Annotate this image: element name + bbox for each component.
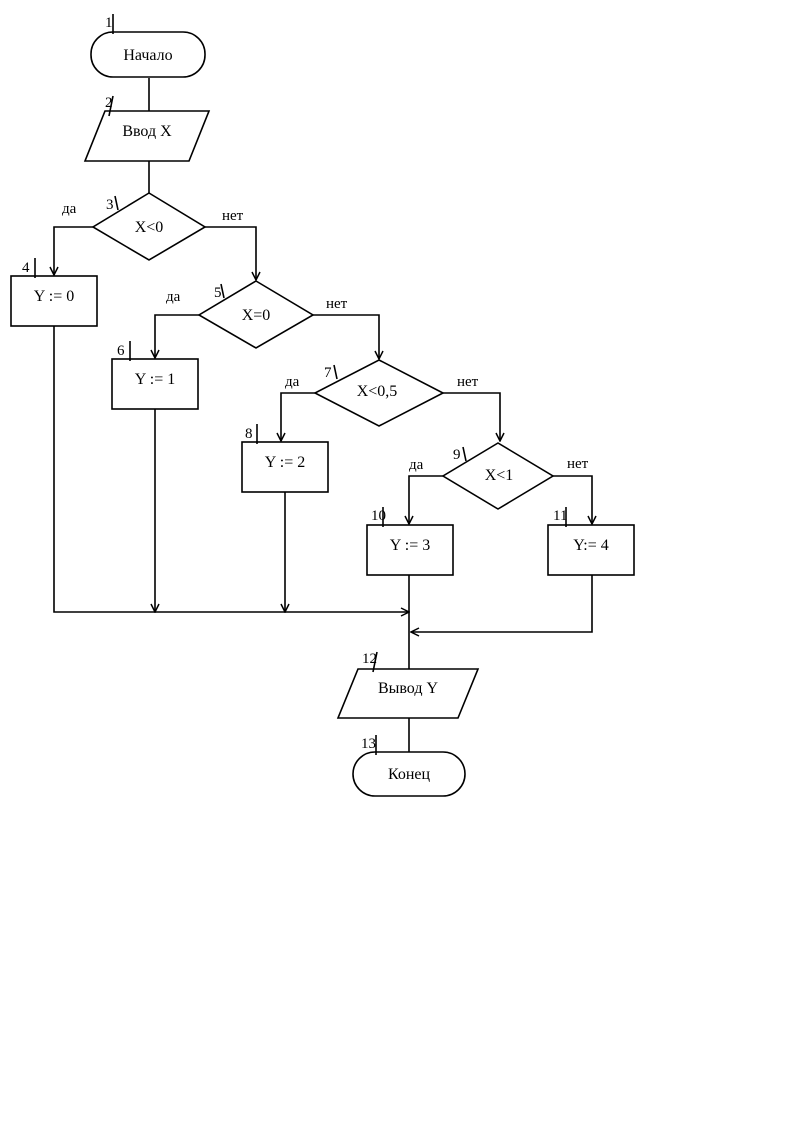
block-3-decision: X<0 3 да нет	[62, 192, 244, 261]
block-8-process: Y := 2 8	[241, 424, 329, 493]
branch-no-label: нет	[457, 374, 479, 390]
connector-7-yes-8	[281, 392, 315, 441]
decision-shape	[313, 359, 445, 427]
block-text: Ввод X	[122, 123, 172, 140]
io-shape	[336, 668, 480, 719]
connector-3-yes-4	[54, 226, 93, 275]
number-tick	[372, 651, 378, 673]
number-tick	[220, 283, 225, 299]
block-text: Y := 2	[265, 454, 305, 471]
connector-5-yes-6	[155, 314, 199, 358]
decision-shape	[197, 280, 315, 349]
block-text: Y := 3	[390, 537, 430, 554]
block-12-output: Вывод Y 12	[336, 651, 480, 719]
branch-yes-label: да	[166, 289, 181, 305]
block-4-process: Y := 0 4	[10, 258, 98, 327]
branch-yes-label: да	[62, 201, 77, 217]
block-number: 5	[214, 285, 222, 301]
block-number: 3	[106, 197, 114, 213]
terminal-shape	[352, 751, 466, 797]
branch-no-label: нет	[222, 208, 244, 224]
decision-shape	[441, 442, 555, 510]
connector-3-no-5	[205, 226, 256, 280]
block-number: 13	[361, 736, 376, 752]
block-number: 12	[362, 651, 377, 667]
block-text: X=0	[242, 307, 271, 324]
block-10-process: Y := 3 10	[366, 507, 454, 576]
block-text: Y := 0	[34, 288, 74, 305]
branch-yes-label: да	[285, 374, 300, 390]
terminal-shape	[90, 31, 206, 78]
block-number: 9	[453, 447, 461, 463]
block-6-process: Y := 1 6	[111, 341, 199, 410]
process-shape	[10, 275, 98, 327]
branch-yes-label: да	[409, 457, 424, 473]
block-number: 4	[22, 260, 30, 276]
connector-9-yes-10	[409, 475, 443, 524]
connector-5-no-7	[313, 314, 379, 359]
block-text: Вывод Y	[378, 680, 439, 697]
block-13-end: Конец 13	[352, 735, 466, 797]
decision-shape	[91, 192, 207, 261]
block-number: 1	[105, 15, 113, 31]
block-text: X<0	[135, 219, 164, 236]
block-text: Y:= 4	[573, 537, 609, 554]
block-number: 2	[105, 95, 113, 111]
block-text: Конец	[388, 766, 431, 783]
connector-11-merge	[411, 575, 593, 632]
block-number: 11	[553, 508, 567, 524]
number-tick	[108, 95, 114, 117]
block-number: 7	[324, 365, 332, 381]
block-2-input: Ввод X 2	[83, 95, 211, 162]
number-tick	[462, 446, 467, 462]
number-tick	[333, 364, 338, 380]
block-number: 6	[117, 343, 125, 359]
connector-7-no-9	[443, 392, 500, 441]
block-text: X<1	[485, 467, 514, 484]
connector-4-merge	[53, 326, 409, 612]
branch-no-label: нет	[567, 456, 589, 472]
block-9-decision: X<1 9 да нет	[409, 442, 589, 510]
process-shape	[366, 524, 454, 576]
block-text: X<0,5	[357, 383, 398, 400]
block-7-decision: X<0,5 7 да нет	[285, 359, 479, 427]
block-11-process: Y:= 4 11	[547, 507, 635, 576]
block-1-start: Начало 1	[90, 14, 206, 78]
connectors	[54, 78, 592, 752]
connector-9-no-11	[553, 475, 592, 524]
io-shape	[83, 110, 211, 162]
number-tick	[114, 195, 119, 211]
block-text: Начало	[123, 47, 172, 64]
block-5-decision: X=0 5 да нет	[166, 280, 348, 349]
process-shape	[547, 524, 635, 576]
block-text: Y := 1	[135, 371, 175, 388]
process-shape	[241, 441, 329, 493]
branch-no-label: нет	[326, 296, 348, 312]
block-number: 10	[371, 508, 386, 524]
process-shape	[111, 358, 199, 410]
block-number: 8	[245, 426, 253, 442]
